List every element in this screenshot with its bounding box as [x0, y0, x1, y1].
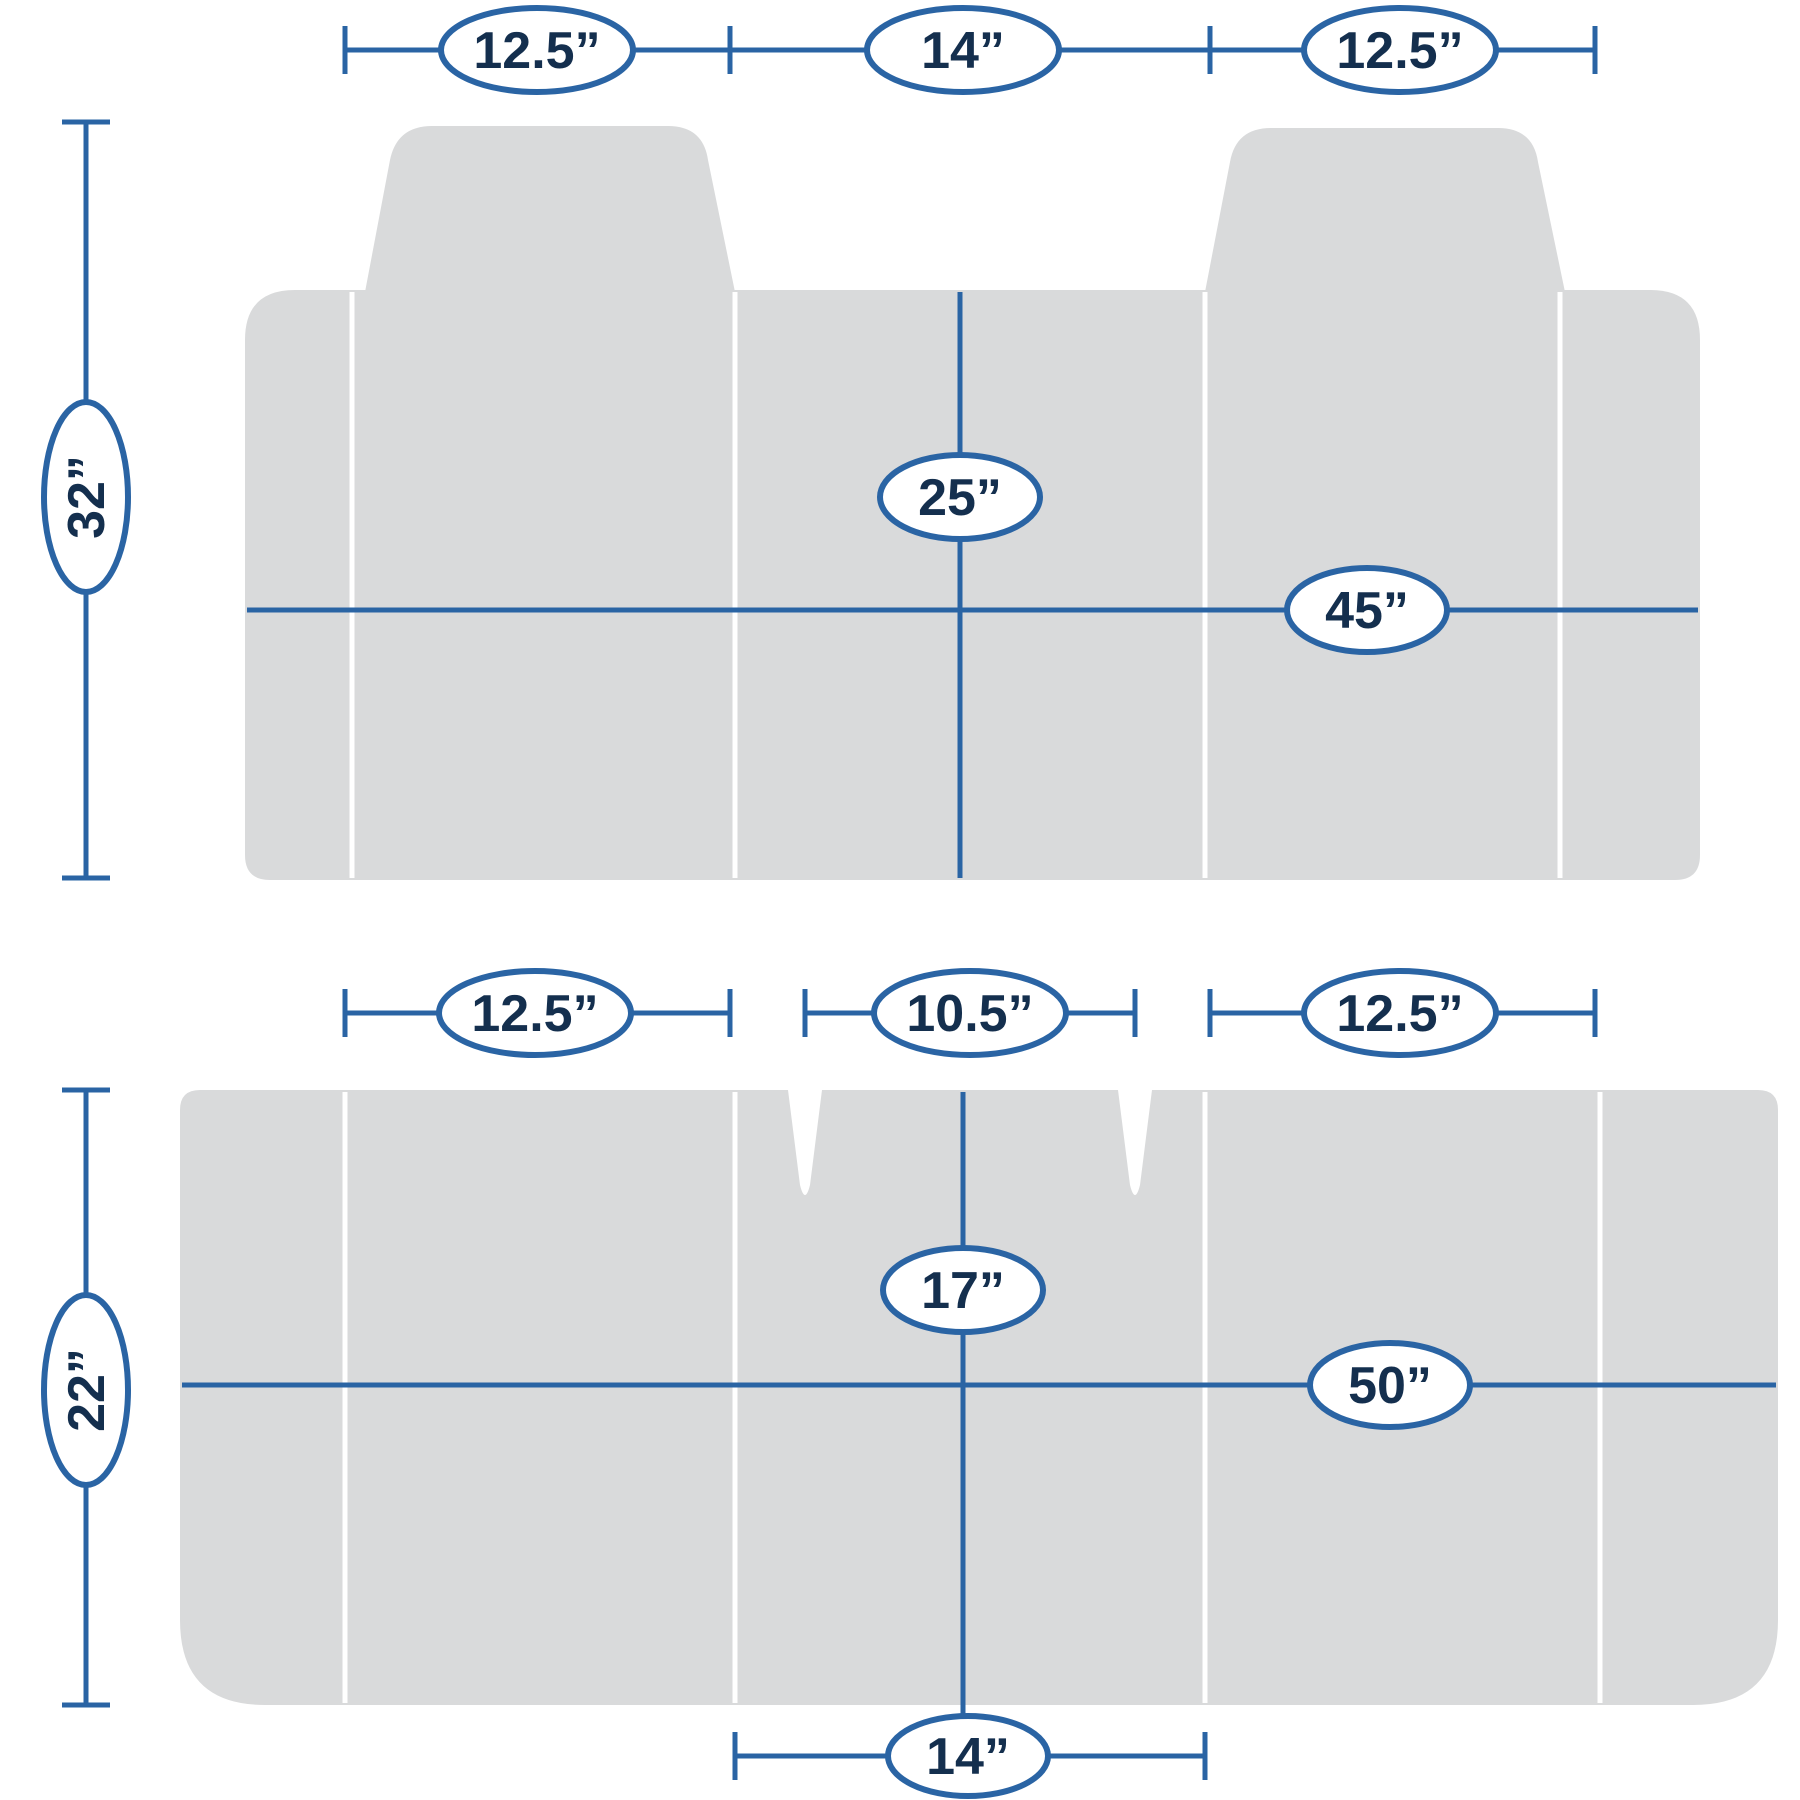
dim-badge-back-total-width: 45” — [1284, 565, 1450, 655]
left-headrest-shape — [365, 126, 735, 292]
dim-badge-cushion-center-vertical: 17” — [880, 1245, 1046, 1335]
dimension-oval — [1284, 565, 1450, 655]
dimension-label: 14” — [926, 1728, 1010, 1786]
dim-badge-cushion-bottom-center: 14” — [885, 1713, 1051, 1799]
dim-badge-back-center-vertical: 25” — [877, 452, 1043, 542]
dimension-oval — [438, 5, 636, 95]
dimension-oval — [885, 1713, 1051, 1799]
dimension-oval — [871, 968, 1069, 1058]
dimension-oval — [1307, 1340, 1473, 1430]
dim-badge-back-top-right: 12.5” — [1301, 5, 1499, 95]
dim-badge-cushion-total-width: 50” — [1307, 1340, 1473, 1430]
dim-badge-back-top-left: 12.5” — [438, 5, 636, 95]
dimension-label: 12.5” — [471, 985, 598, 1043]
dim-badge-cushion-top-center: 10.5” — [871, 968, 1069, 1058]
dim-badge-back-top-center: 14” — [864, 5, 1062, 95]
dimension-oval — [864, 5, 1062, 95]
dimension-oval — [1301, 5, 1499, 95]
dimension-oval — [880, 1245, 1046, 1335]
dimension-oval — [436, 968, 634, 1058]
dimension-oval — [877, 452, 1043, 542]
dimension-oval — [1301, 968, 1499, 1058]
seat-back-seams — [349, 292, 1563, 878]
dim-badge-cushion-side-height: 22” — [41, 1292, 131, 1488]
dimension-label: 17” — [921, 1262, 1005, 1320]
dimension-oval — [41, 1292, 131, 1488]
dimension-label: 45” — [1325, 582, 1409, 640]
dimension-label: 12.5” — [473, 22, 600, 80]
top-view-seat-back: 12.5” 14” 12.5” 32” 25” 45” — [41, 5, 1700, 881]
dimension-label: 12.5” — [1336, 985, 1463, 1043]
dimension-label: 12.5” — [1336, 22, 1463, 80]
right-headrest-shape — [1205, 128, 1565, 292]
seat-cushion-seams — [342, 1092, 1603, 1703]
dimension-label: 25” — [918, 469, 1002, 527]
dimension-oval — [41, 399, 131, 595]
dimension-label: 22” — [58, 1348, 116, 1432]
dimension-label: 32” — [58, 455, 116, 539]
seat-back-body-shape — [245, 290, 1700, 880]
dimension-label: 50” — [1348, 1357, 1432, 1415]
dim-badge-cushion-top-left: 12.5” — [436, 968, 634, 1058]
dimension-label: 10.5” — [906, 985, 1033, 1043]
bottom-view-seat-cushion: 12.5” 10.5” 12.5” 22” 17” 50” — [41, 968, 1778, 1799]
seat-cushion-body-shape — [180, 1090, 1778, 1705]
dim-badge-back-side-height: 32” — [41, 399, 131, 595]
dim-badge-cushion-top-right: 12.5” — [1301, 968, 1499, 1058]
dimension-label: 14” — [921, 22, 1005, 80]
